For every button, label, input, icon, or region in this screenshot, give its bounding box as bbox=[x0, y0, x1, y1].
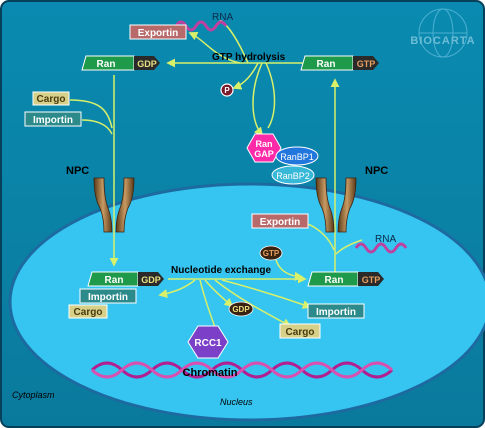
gdp-free: GDP bbox=[228, 301, 254, 317]
svg-text:GTP: GTP bbox=[362, 275, 381, 285]
cytoplasm-label: Cytoplasm bbox=[12, 390, 55, 400]
svg-text:Importin: Importin bbox=[88, 292, 128, 303]
rcc1: RCC1 bbox=[187, 325, 229, 359]
svg-text:GTP: GTP bbox=[357, 59, 376, 69]
cargo-nucleus-left: Cargo bbox=[68, 304, 108, 319]
npc-label-left: NPC bbox=[66, 165, 89, 177]
svg-text:Cargo: Cargo bbox=[74, 307, 103, 318]
gtp-hydrolysis-label: GTP hydrolysis bbox=[212, 52, 286, 63]
svg-text:RCC1: RCC1 bbox=[194, 338, 222, 349]
svg-text:Cargo: Cargo bbox=[286, 327, 315, 338]
cargo-nucleus-right: Cargo bbox=[279, 323, 321, 339]
ran-gtp-nucleus: Ran GTP bbox=[307, 271, 384, 287]
npc-label-right: NPC bbox=[365, 165, 388, 177]
svg-text:Exportin: Exportin bbox=[260, 217, 301, 228]
ran-gdp-nucleus: Ran GDP bbox=[87, 271, 164, 287]
rna-label-nucleus: RNA bbox=[375, 234, 396, 245]
nucleus-label: Nucleus bbox=[220, 397, 253, 407]
logo-text: BIOCARTA bbox=[410, 35, 475, 47]
biocarta-logo: BIOCARTA bbox=[410, 8, 475, 58]
npc-right bbox=[315, 177, 357, 233]
phosphate-icon: P bbox=[220, 83, 234, 97]
rna-strand-nucleus bbox=[354, 242, 408, 254]
chromatin-dna bbox=[90, 361, 394, 379]
svg-text:GAP: GAP bbox=[254, 149, 274, 159]
gtp-free: GTP bbox=[259, 245, 283, 261]
svg-text:GDP: GDP bbox=[232, 305, 250, 314]
rangap-complex: Ran GAP RanBP1 RanBP2 bbox=[246, 133, 319, 185]
svg-text:GDP: GDP bbox=[141, 275, 161, 285]
importin-nucleus-right: Importin bbox=[307, 303, 365, 319]
cargo-cytoplasm: Cargo bbox=[32, 91, 70, 106]
importin-cytoplasm: Importin bbox=[24, 111, 82, 127]
svg-text:Ran: Ran bbox=[325, 275, 344, 286]
svg-text:Ran: Ran bbox=[105, 275, 124, 286]
svg-text:Importin: Importin bbox=[33, 115, 73, 126]
svg-text:Cargo: Cargo bbox=[37, 94, 66, 105]
svg-text:Exportin: Exportin bbox=[138, 28, 179, 39]
svg-text:RanBP1: RanBP1 bbox=[280, 152, 314, 162]
svg-text:Importin: Importin bbox=[316, 307, 356, 318]
chromatin-label: Chromatin bbox=[183, 367, 238, 379]
importin-nucleus-left: Importin bbox=[79, 288, 137, 304]
nucleotide-exchange-label: Nucleotide exchange bbox=[171, 265, 271, 276]
svg-text:P: P bbox=[224, 86, 230, 95]
ran-gdp-cytoplasm: Ran GDP bbox=[81, 55, 160, 71]
svg-text:Ran: Ran bbox=[317, 59, 336, 70]
svg-text:GTP: GTP bbox=[263, 249, 280, 258]
ran-gtp-cytoplasm: Ran GTP bbox=[300, 55, 379, 71]
svg-text:GDP: GDP bbox=[137, 59, 157, 69]
svg-text:RanBP2: RanBP2 bbox=[276, 171, 310, 181]
svg-text:Ran: Ran bbox=[255, 139, 272, 149]
svg-text:Ran: Ran bbox=[97, 59, 116, 70]
npc-left bbox=[93, 177, 135, 233]
exportin-nucleus: Exportin bbox=[251, 213, 309, 229]
exportin-top: Exportin bbox=[129, 24, 187, 40]
rna-label-top: RNA bbox=[212, 12, 233, 23]
